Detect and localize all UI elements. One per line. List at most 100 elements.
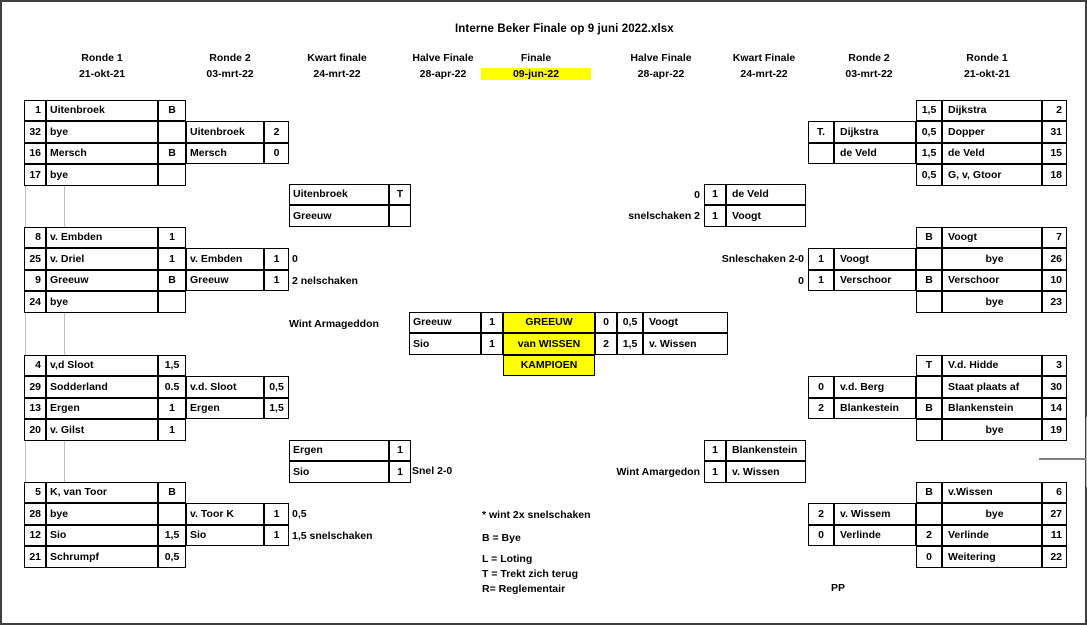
round-name: Finale	[520, 52, 552, 64]
right-qf-player: Blankenstein	[726, 440, 806, 462]
left-r2-score: 1	[264, 269, 289, 292]
connector-line	[25, 312, 26, 362]
left-r1-player: Sio	[46, 524, 158, 547]
left-r1-player: Ergen	[46, 397, 158, 420]
right-r1-seed: 26	[1042, 248, 1067, 270]
right-r2-score: 0	[808, 524, 834, 547]
round-date: 03-mrt-22	[845, 68, 893, 80]
right-r1-score	[916, 419, 942, 441]
left-sf-score: 1	[481, 333, 503, 355]
right-r1-seed: 18	[1042, 164, 1067, 186]
right-r1-player: v.Wissen	[942, 482, 1042, 504]
left-r1-score: 1	[158, 248, 186, 270]
left-qf-score: 1	[389, 440, 411, 462]
right-qf-score: 1	[704, 440, 726, 462]
left-r1-player: bye	[46, 503, 158, 525]
right-r1-seed: 27	[1042, 503, 1067, 525]
left-r1-score: B	[158, 482, 186, 504]
legend-item-2: L = Loting	[482, 553, 533, 565]
left-sf-player: Sio	[409, 333, 481, 355]
round-name: Ronde 1	[966, 52, 1008, 64]
right-r1-seed: 11	[1042, 524, 1067, 547]
left-r2-note: 2 nelschaken	[292, 274, 358, 287]
right-r2-score	[808, 142, 834, 165]
left-r1-score: 0,5	[158, 546, 186, 568]
right-r2-score: T.	[808, 121, 834, 143]
round-header-2: Kwart finale 24-mrt-22	[282, 52, 392, 80]
left-r1-seed: 20	[24, 419, 46, 441]
legend-item-3: T = Trekt zich terug	[482, 568, 578, 580]
round-date: 24-mrt-22	[313, 68, 361, 80]
connector-line	[64, 439, 65, 489]
right-r1-score: B	[916, 397, 942, 420]
right-qf-note: Wint Amargedon	[616, 466, 700, 479]
right-r1-score: 0,5	[916, 164, 942, 186]
left-r2-player: Sio	[186, 524, 264, 547]
round-name: Ronde 1	[81, 52, 123, 64]
right-r1-score: 2	[916, 524, 942, 547]
right-sf-score: 1,5	[617, 333, 643, 355]
left-r2-score: 1	[264, 524, 289, 547]
round-name: Kwart finale	[307, 52, 367, 64]
right-r1-player: Verlinde	[942, 524, 1042, 547]
right-r1-score: B	[916, 482, 942, 504]
round-header-6: Kwart Finale 24-mrt-22	[709, 52, 819, 80]
right-r1-player: bye	[942, 248, 1042, 270]
left-r1-score	[158, 291, 186, 313]
left-r2-score: 0	[264, 142, 289, 165]
round-name: Ronde 2	[848, 52, 890, 64]
left-r1-player: Sodderland	[46, 376, 158, 398]
right-r2-player: Dijkstra	[834, 121, 916, 143]
right-r2-note: Snleschaken 2-0	[721, 253, 804, 266]
left-r1-score: 1,5	[158, 524, 186, 547]
left-r1-seed: 29	[24, 376, 46, 398]
left-r1-player: bye	[46, 121, 158, 143]
champion-banner: KAMPIOEN	[503, 354, 595, 377]
round-date: 24-mrt-22	[740, 68, 788, 80]
left-r1-score	[158, 503, 186, 525]
left-r1-score: 0.5	[158, 376, 186, 398]
right-r1-score: 1,5	[916, 100, 942, 122]
round-header-8: Ronde 1 21-okt-21	[932, 52, 1042, 80]
left-r1-player: v. Gilst	[46, 419, 158, 441]
right-r1-player: Staat plaats af	[942, 376, 1042, 398]
left-r1-seed: 8	[24, 227, 46, 249]
connector-line	[1039, 458, 1087, 460]
left-r2-score: 1	[264, 503, 289, 525]
right-r2-score: 0	[808, 376, 834, 398]
left-r2-player: Ergen	[186, 397, 264, 420]
right-r2-score: 2	[808, 503, 834, 525]
final-player: van WISSEN	[503, 333, 595, 355]
round-name: Halve Finale	[412, 52, 474, 64]
left-r1-seed: 21	[24, 546, 46, 568]
right-r1-player: G, v, Gtoor	[942, 164, 1042, 186]
right-r2-player: v. Wissem	[834, 503, 916, 525]
final-score: 0	[595, 312, 617, 334]
right-r1-score	[916, 291, 942, 313]
legend-item-0: * wint 2x snelschaken	[482, 509, 591, 521]
right-r1-seed: 19	[1042, 419, 1067, 441]
round-header-5: Halve Finale 28-apr-22	[606, 52, 716, 80]
left-r1-seed: 24	[24, 291, 46, 313]
right-r1-seed: 23	[1042, 291, 1067, 313]
left-r1-player: v. Embden	[46, 227, 158, 249]
right-r1-seed: 15	[1042, 142, 1067, 165]
right-r1-player: Blankenstein	[942, 397, 1042, 420]
left-r2-player: Uitenbroek	[186, 121, 264, 143]
left-qf-score	[389, 205, 411, 227]
right-r1-seed: 2	[1042, 100, 1067, 122]
round-header-0: Ronde 1 21-okt-21	[47, 52, 157, 80]
left-sf-score: 1	[481, 312, 503, 334]
left-r2-score: 1	[264, 248, 289, 270]
left-r2-score: 2	[264, 121, 289, 143]
left-r1-player: v,d Sloot	[46, 355, 158, 377]
right-r1-seed: 10	[1042, 269, 1067, 292]
right-sf-player: Voogt	[643, 312, 728, 334]
left-r2-score: 1,5	[264, 397, 289, 420]
left-r2-player: v.d. Sloot	[186, 376, 264, 398]
round-header-1: Ronde 2 03-mrt-22	[175, 52, 285, 80]
right-r2-score: 1	[808, 248, 834, 270]
left-qf-player: Uitenbroek	[289, 184, 389, 206]
left-r1-score: B	[158, 269, 186, 292]
left-r2-player: v. Toor K	[186, 503, 264, 525]
